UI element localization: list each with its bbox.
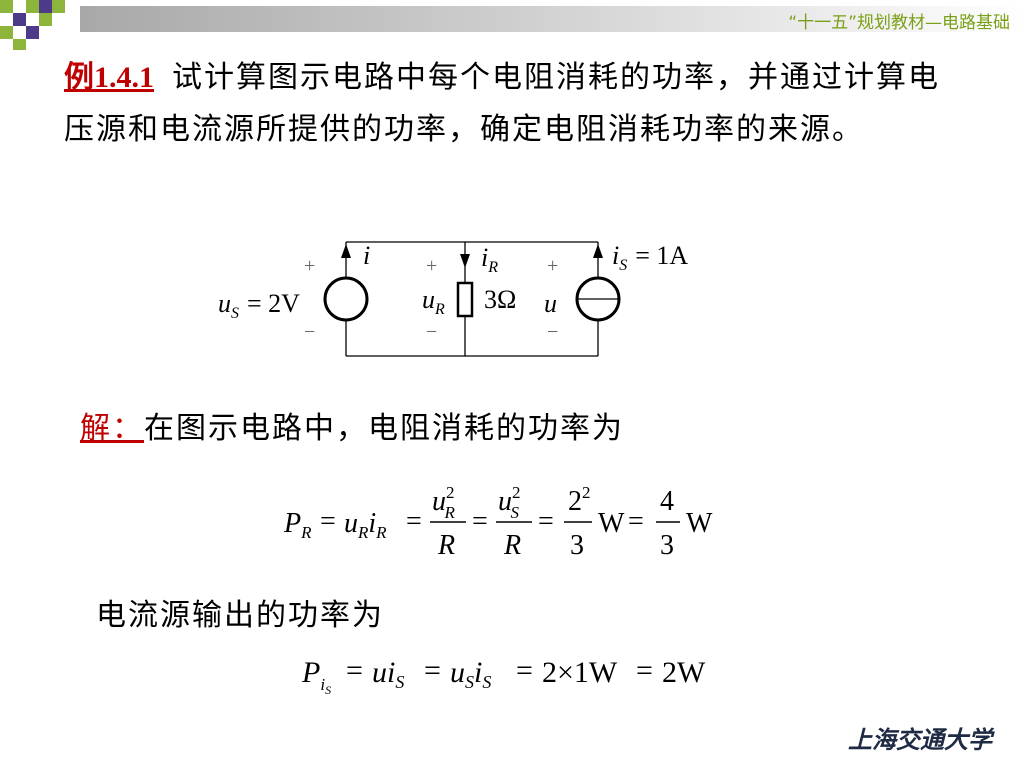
svg-text:PiS: PiS — [301, 656, 331, 697]
f2-expr: 2×1W — [542, 656, 618, 689]
signature-text: 上海交通大学 — [848, 725, 995, 754]
label-iS-main: i — [612, 241, 619, 270]
f1-unit1: W — [598, 508, 625, 539]
label-us-sub: S — [231, 305, 239, 322]
f1-frac1-sub: R — [444, 503, 456, 522]
f1-i: i — [368, 508, 376, 539]
f2-result: 2W — [662, 656, 706, 689]
f1-uR-sub: R — [357, 523, 369, 542]
label-iR-sub: R — [487, 259, 498, 276]
f1-eq2: = — [406, 506, 422, 537]
f2-i2: i — [474, 656, 482, 689]
header-bar — [80, 6, 1024, 32]
solution-label: 解： — [80, 411, 144, 446]
f1-frac2-sq: 2 — [512, 483, 521, 502]
problem-text: 试计算图示电路中每个电阻消耗的功率，并通过计算电压源和电流源所提供的功率，确定电… — [64, 60, 940, 147]
solution-line: 解：在图示电路中，电阻消耗的功率为 — [80, 403, 624, 447]
minus-sign-uR: − — [426, 321, 437, 343]
plus-sign-us: + — [304, 255, 315, 277]
f1-frac3-num: 2 — [568, 486, 582, 517]
current-source-power-text: 电流源输出的功率为 — [96, 598, 384, 633]
minus-sign-u: − — [547, 321, 558, 343]
f1-P: P — [283, 508, 301, 539]
f1-frac4-den: 3 — [660, 530, 674, 561]
label-u: u — [544, 289, 557, 318]
f1-frac3-den: 3 — [570, 530, 584, 561]
svg-text:uRiR: uRiR — [344, 508, 387, 542]
f2-eq1: = — [346, 654, 363, 687]
f1-frac2-sub: S — [511, 503, 520, 522]
solution-text: 在图示电路中，电阻消耗的功率为 — [144, 411, 624, 446]
svg-text:uiS: uiS — [372, 656, 404, 692]
label-iR-main: i — [481, 243, 488, 272]
label-iR: iR — [481, 243, 498, 276]
voltage-source-icon — [323, 276, 369, 322]
label-iS-sub: S — [619, 257, 627, 274]
label-uR-main: u — [422, 285, 435, 314]
f2-P-sub-S: S — [325, 683, 331, 697]
svg-text:uSiS: uSiS — [450, 656, 491, 692]
label-iS-value: = 1A — [635, 241, 688, 270]
label-us-main: u — [218, 289, 231, 318]
university-signature-logo: 上海交通大学 — [848, 725, 995, 754]
label-i: i — [363, 241, 370, 270]
f2-iS2-sub: S — [482, 672, 491, 692]
svg-text:22: 22 — [568, 483, 591, 517]
label-us-value: = 2V — [247, 289, 300, 318]
circuit-diagram: + − + − + − uS= 2V i iR uR 3Ω u iS= 1A — [218, 241, 688, 357]
f2-P-sub-i: i — [320, 675, 325, 694]
f2-iS-sub: S — [395, 672, 404, 692]
svg-text:u2R: u2R — [432, 483, 456, 522]
plus-sign-uR: + — [426, 255, 437, 277]
f2-u: u — [372, 656, 387, 689]
f2-P: P — [301, 656, 320, 689]
example-label: 例1.4.1 — [64, 61, 154, 94]
f2-uS-sub: S — [465, 672, 474, 692]
f1-frac2-den: R — [503, 530, 521, 561]
f1-eq1: = — [320, 506, 336, 537]
label-us: uS = 2V — [218, 289, 300, 322]
label-uR-sub: R — [434, 301, 445, 318]
formula-current-source-power: PiS = uiS = uSiS = 2×1W = 2W — [301, 654, 706, 697]
f1-unit2: W — [686, 508, 713, 539]
f1-u: u — [344, 508, 358, 539]
f2-i: i — [387, 656, 395, 689]
plus-sign-u: + — [547, 255, 558, 277]
f1-eq3: = — [472, 506, 488, 537]
f1-frac1-den: R — [437, 530, 455, 561]
current-i-arrow-icon — [341, 244, 351, 258]
svg-text:u2S: u2S — [498, 483, 521, 522]
f1-eq4: = — [538, 506, 554, 537]
course-title: “十一五”规划教材—电路基础 — [788, 13, 1010, 33]
f1-frac1-u: u — [432, 486, 446, 517]
f1-P-sub: R — [300, 523, 312, 542]
label-R-value: 3Ω — [484, 285, 516, 314]
svg-text:PR: PR — [283, 508, 312, 542]
header-checker-decoration — [0, 0, 65, 50]
f1-frac3-sq: 2 — [582, 483, 591, 502]
f1-eq5: = — [628, 506, 644, 537]
f2-eq4: = — [636, 654, 653, 687]
f1-iR-sub: R — [375, 523, 387, 542]
resistor-icon — [456, 281, 474, 318]
current-iR-arrow-icon — [460, 254, 470, 268]
current-source-icon — [575, 276, 621, 322]
f2-eq3: = — [516, 654, 533, 687]
label-iS: iS = 1A — [612, 241, 688, 274]
f2-eq2: = — [424, 654, 441, 687]
label-uR: uR — [422, 285, 445, 318]
minus-sign-us: − — [304, 321, 315, 343]
f1-frac2-u: u — [498, 486, 512, 517]
f1-frac1-sq: 2 — [446, 483, 455, 502]
current-iS-arrow-icon — [593, 244, 603, 258]
f2-u2: u — [450, 656, 465, 689]
f1-frac4-num: 4 — [660, 486, 674, 517]
